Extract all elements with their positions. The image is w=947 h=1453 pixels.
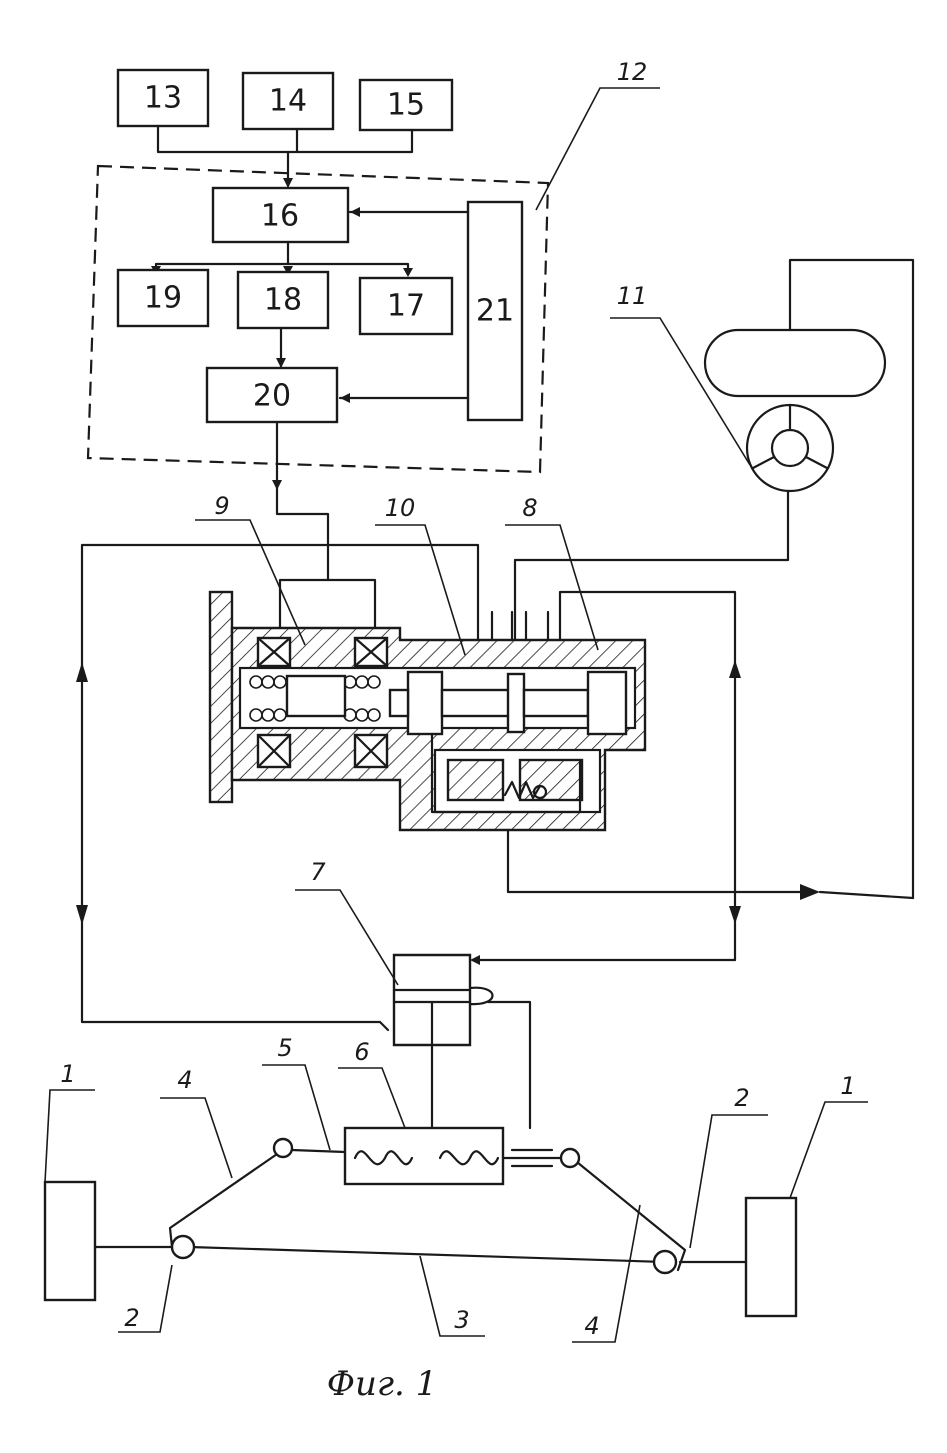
callout-7-leader: [295, 889, 399, 986]
callout-4-right-leader: [572, 1204, 641, 1343]
callout-11-leader: [610, 317, 751, 466]
callout-12: 12: [617, 58, 648, 86]
callout-3-leader: [419, 1255, 485, 1337]
armature-9: [285, 674, 347, 718]
block-13-label: 13: [144, 81, 182, 116]
block-16-label: 16: [261, 199, 299, 234]
callout-6-leader: [338, 1067, 406, 1129]
sensor-bus: [156, 124, 414, 188]
block-17-label: 17: [387, 289, 425, 324]
callout-8: 8: [522, 494, 537, 522]
wheel-right-1: [744, 1196, 798, 1318]
steering-cylinder-7: [392, 953, 737, 1047]
solenoid-coils: [256, 636, 389, 769]
callout-10: 10: [385, 494, 416, 522]
sensor-block-15: 15: [358, 78, 454, 132]
figure-caption: Фиг. 1: [327, 1364, 438, 1404]
cylinder-rod: [430, 1000, 532, 1130]
callout-2-left: 2: [124, 1304, 139, 1332]
callout-1-left: 1: [60, 1060, 75, 1088]
callout-9: 9: [214, 492, 229, 520]
callout-1-right: 1: [840, 1072, 855, 1100]
block-20-label: 20: [253, 379, 291, 414]
block-19-label: 19: [144, 281, 182, 316]
block-18-label: 18: [264, 283, 302, 318]
callout-9-leader: [195, 519, 306, 646]
controller-enclosure-12: [86, 164, 550, 474]
callout-2-right: 2: [734, 1084, 749, 1112]
block-17: 17: [358, 276, 454, 336]
callout-6: 6: [354, 1038, 369, 1066]
block-18: 18: [236, 270, 330, 330]
callout-2-left-leader: [118, 1264, 173, 1333]
block-15-label: 15: [387, 88, 425, 123]
pump-and-tank-11: [703, 258, 915, 900]
spool-10: [388, 670, 628, 736]
servo-unit-6: [343, 1126, 505, 1186]
left-hydraulic-line: [76, 543, 480, 1032]
callout-4-right: 4: [584, 1312, 599, 1340]
callout-3: 3: [454, 1306, 469, 1334]
steering-linkage: [43, 1126, 798, 1318]
pressure-line: [513, 489, 790, 652]
callout-7: 7: [310, 858, 326, 886]
callout-2-right-leader: [689, 1114, 768, 1249]
block-19: 19: [116, 268, 210, 328]
block-21-label: 21: [476, 294, 514, 329]
callout-8-leader: [505, 524, 599, 651]
callout-4-left: 4: [177, 1066, 192, 1094]
callout-4-left-leader: [160, 1097, 233, 1179]
block-16: 16: [211, 186, 350, 244]
callout-12-leader: [535, 87, 660, 211]
sensor-block-13: 13: [116, 68, 210, 128]
block-20: 20: [205, 366, 339, 424]
block-14-label: 14: [269, 84, 307, 119]
callout-5: 5: [277, 1034, 292, 1062]
callout-5-leader: [262, 1064, 331, 1151]
callout-1-right-leader: [789, 1101, 868, 1199]
wheel-left-1: [43, 1180, 97, 1302]
armature-bearings: [249, 675, 381, 722]
sensor-block-14: 14: [241, 71, 335, 131]
block-21: 21: [466, 200, 524, 422]
callout-10-leader: [375, 524, 466, 656]
callout-11: 11: [617, 282, 648, 310]
valve-assembly: [208, 590, 915, 962]
callout-1-left-leader: [44, 1089, 95, 1183]
